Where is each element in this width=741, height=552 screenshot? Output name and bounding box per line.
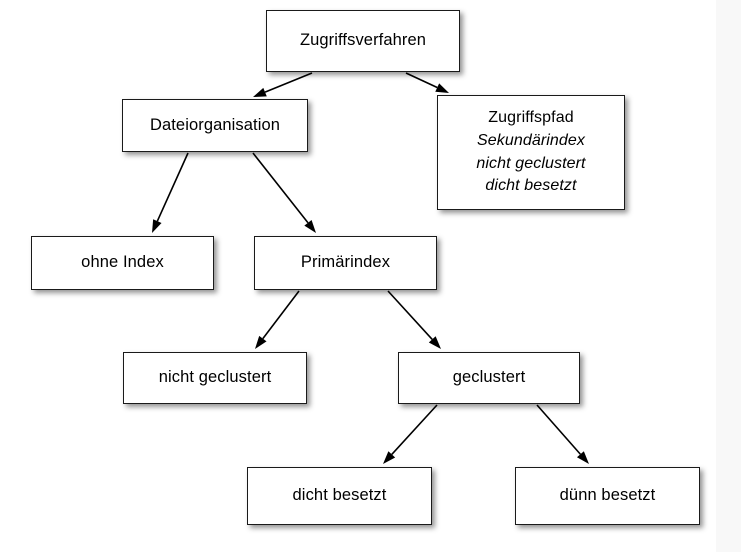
edge-dateiorganisation-primaerindex (252, 152, 316, 233)
node-zugriffspfad-line-2: nicht geclustert (476, 154, 586, 172)
node-dicht-besetzt-line-0: dicht besetzt (292, 486, 387, 505)
node-geclustert-line-0: geclustert (452, 368, 526, 387)
edge-geclustert-duenn-besetzt (536, 404, 589, 464)
node-dateiorganisation: Dateiorganisation (122, 99, 308, 152)
edge-primaerindex-nicht-geclustert (255, 290, 300, 349)
edge-dateiorganisation-ohne-index-arrowhead-icon (152, 219, 162, 233)
edge-geclustert-dicht-besetzt-arrowhead-icon (383, 451, 396, 464)
node-primaerindex-line-0: Primärindex (300, 253, 391, 272)
edge-geclustert-dicht-besetzt (383, 404, 438, 464)
edge-zugriffsverfahren-zugriffspfad-arrowhead-icon (435, 83, 449, 93)
node-ohne-index: ohne Index (31, 236, 214, 290)
edge-zugriffsverfahren-zugriffspfad-line (405, 72, 438, 89)
edge-zugriffsverfahren-dateiorganisation-arrowhead-icon (253, 87, 267, 97)
edge-dateiorganisation-primaerindex-line (252, 152, 309, 224)
edge-zugriffsverfahren-zugriffspfad (405, 72, 449, 93)
edge-dateiorganisation-ohne-index-line (156, 152, 189, 222)
node-nicht-geclustert: nicht geclustert (123, 352, 307, 404)
node-geclustert: geclustert (398, 352, 580, 404)
edge-primaerindex-geclustert-line (387, 290, 433, 340)
edge-zugriffsverfahren-dateiorganisation (253, 72, 313, 97)
node-zugriffspfad-line-1: Sekundärindex (476, 131, 586, 149)
edge-primaerindex-nicht-geclustert-arrowhead-icon (255, 335, 267, 349)
edge-geclustert-dicht-besetzt-line (391, 404, 438, 455)
edge-dateiorganisation-ohne-index (152, 152, 189, 233)
node-primaerindex: Primärindex (254, 236, 437, 290)
node-duenn-besetzt-line-0: dünn besetzt (559, 486, 656, 505)
edge-dateiorganisation-primaerindex-arrowhead-icon (304, 219, 316, 233)
edge-geclustert-duenn-besetzt-line (536, 404, 582, 455)
node-zugriffsverfahren-line-0: Zugriffsverfahren (299, 31, 427, 50)
edge-primaerindex-geclustert (387, 290, 441, 349)
node-zugriffsverfahren: Zugriffsverfahren (266, 10, 460, 72)
node-zugriffspfad-line-0: Zugriffspfad (488, 109, 574, 127)
edge-zugriffsverfahren-dateiorganisation-line (264, 72, 313, 93)
node-dateiorganisation-line-0: Dateiorganisation (149, 115, 281, 134)
node-nicht-geclustert-line-0: nicht geclustert (158, 368, 272, 387)
node-zugriffspfad-line-3: dicht besetzt (485, 177, 577, 195)
node-dicht-besetzt: dicht besetzt (247, 467, 432, 525)
right-margin-strip (716, 0, 741, 552)
edge-primaerindex-geclustert-arrowhead-icon (428, 336, 441, 349)
node-ohne-index-line-0: ohne Index (81, 253, 164, 272)
edge-primaerindex-nicht-geclustert-line (262, 290, 300, 340)
edge-geclustert-duenn-besetzt-arrowhead-icon (576, 451, 589, 464)
node-duenn-besetzt: dünn besetzt (515, 467, 700, 525)
